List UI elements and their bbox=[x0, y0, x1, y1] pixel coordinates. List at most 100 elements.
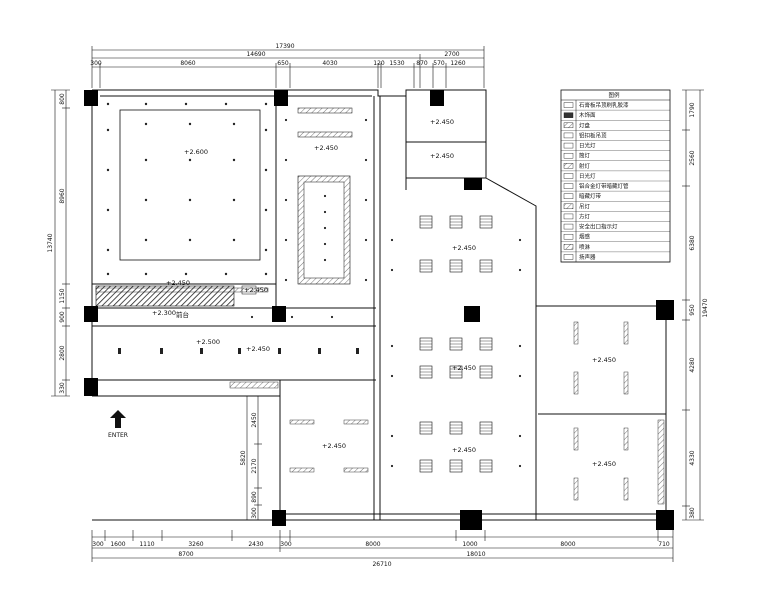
dim-left-4: 2800 bbox=[59, 345, 66, 360]
right-rooms-ceiling: +2.450 +2.450 bbox=[573, 321, 665, 505]
dim-top-5: 1530 bbox=[389, 60, 404, 67]
legend-row-label: 铝扣板吊顶 bbox=[579, 131, 607, 139]
legend-symbol-icon bbox=[563, 183, 574, 189]
dim-left-0: 800 bbox=[59, 93, 66, 105]
dim-bottom-2: 1110 bbox=[139, 541, 154, 548]
dim-bottom-7: 1000 bbox=[462, 541, 477, 548]
legend-symbol-icon bbox=[563, 193, 574, 199]
dim-mid-3: 890 bbox=[251, 491, 258, 503]
legend-symbol-icon bbox=[563, 142, 574, 149]
walls bbox=[91, 89, 667, 521]
dim-right-2: 6380 bbox=[689, 235, 696, 250]
dim-right-5: 4330 bbox=[689, 450, 696, 465]
grille-light-icon bbox=[419, 259, 433, 273]
dim-mid-2: 2170 bbox=[251, 458, 258, 473]
legend: 图例 石膏板吊顶刷乳胶漆木饰面灯盘铝扣板吊顶日光灯筒灯射灯日光灯铝合金灯带暗藏灯… bbox=[560, 89, 671, 263]
grille-light-icon bbox=[419, 215, 433, 229]
grille-light-icon bbox=[449, 337, 463, 351]
dim-top-0: 300 bbox=[90, 60, 102, 67]
legend-row-label: 暗藏灯带 bbox=[579, 192, 602, 200]
level-small-room-a: +2.450 bbox=[430, 118, 454, 126]
legend-symbol-icon bbox=[563, 152, 574, 159]
legend-row-label: 木饰面 bbox=[579, 111, 596, 119]
legend-row-label: 筒灯 bbox=[579, 152, 591, 160]
dim-right-row: 1790 2560 6380 950 4280 4330 380 bbox=[689, 102, 696, 519]
dim-right-1: 2560 bbox=[689, 150, 696, 165]
dim-top-sub-left: 14690 bbox=[246, 51, 265, 58]
dim-right-6: 380 bbox=[689, 507, 696, 519]
legend-symbol-icon bbox=[563, 132, 574, 139]
level-strip-band: +2.450 bbox=[166, 279, 190, 287]
dim-bottom-sub-left: 8700 bbox=[178, 551, 193, 558]
main-hall-ceiling: +2.600 bbox=[106, 102, 268, 276]
dim-left-mid-row: 2450 5820 2170 890 300 bbox=[240, 412, 258, 519]
legend-symbol-icon bbox=[563, 163, 574, 169]
legend-symbol-icon bbox=[563, 173, 574, 179]
grille-light-icon bbox=[419, 421, 433, 435]
dim-bottom-8: 8000 bbox=[560, 541, 575, 548]
level-right-room-1: +2.450 bbox=[592, 356, 616, 364]
legend-row-label: 射灯 bbox=[579, 162, 591, 170]
dim-right-4: 4280 bbox=[689, 357, 696, 372]
legend-row-label: 喷淋 bbox=[579, 243, 591, 251]
right-dimensions bbox=[682, 89, 704, 521]
dim-top-6: 870 bbox=[416, 60, 428, 67]
dim-bottom-row: 300 1600 1110 3260 2430 300 8000 1000 80… bbox=[92, 541, 670, 548]
legend-symbol-icon bbox=[563, 244, 574, 250]
level-reception: +2.300 bbox=[152, 309, 176, 317]
legend-row-label: 安全出口指示灯 bbox=[579, 223, 618, 231]
grille-light-icon bbox=[479, 337, 493, 351]
legend-symbol-icon bbox=[563, 122, 574, 129]
grille-light-icon bbox=[449, 215, 463, 229]
level-mid-room: +2.450 bbox=[314, 144, 338, 152]
structural-columns bbox=[84, 90, 674, 530]
grille-light-icon bbox=[419, 459, 433, 473]
grille-light-icon bbox=[479, 459, 493, 473]
grille-light-icon bbox=[419, 365, 433, 379]
lower-left-room-ceiling: +2.450 bbox=[289, 419, 369, 473]
legend-symbol-icon bbox=[563, 102, 574, 108]
legend-row-label: 吊灯 bbox=[579, 202, 591, 210]
grille-light-icon bbox=[449, 459, 463, 473]
corridor-ceiling: +2.500 +2.450 bbox=[118, 315, 359, 389]
dim-bottom-4: 2430 bbox=[248, 541, 263, 548]
dim-top-row: 300 8060 650 4030 120 1530 870 570 1260 bbox=[90, 60, 466, 67]
dim-top-2: 650 bbox=[277, 60, 289, 67]
dim-right-total: 19470 bbox=[702, 298, 709, 317]
grille-light-icon bbox=[479, 215, 493, 229]
level-corridor-a: +2.500 bbox=[196, 338, 220, 346]
grille-light-icon bbox=[449, 365, 463, 379]
dim-mid-0: 2450 bbox=[251, 412, 258, 427]
reception-band: +2.450 +2.450 +2.300 前台 bbox=[95, 279, 269, 319]
level-right-room-2: +2.450 bbox=[592, 460, 616, 468]
dim-mid-1: 5820 bbox=[240, 450, 247, 465]
dim-left-row: 800 8960 1150 900 2800 330 bbox=[59, 93, 66, 394]
entrance-arrow-icon bbox=[110, 410, 126, 428]
dim-bottom-total: 26710 bbox=[372, 561, 391, 568]
legend-title: 图例 bbox=[608, 91, 620, 99]
grille-light-icon bbox=[449, 421, 463, 435]
dim-bottom-5: 300 bbox=[280, 541, 292, 548]
dim-bottom-9: 710 bbox=[658, 541, 670, 548]
dim-bottom-sub-right: 18010 bbox=[466, 551, 485, 558]
dim-mid-4: 300 bbox=[251, 507, 258, 519]
bottom-dimensions bbox=[91, 530, 674, 562]
dim-top-8: 1260 bbox=[450, 60, 465, 67]
legend-row-label: 铝合金灯带暗藏灯管 bbox=[579, 182, 629, 190]
dim-right-3: 950 bbox=[689, 304, 696, 316]
entrance-marker: ENTER bbox=[108, 410, 128, 439]
dim-right-0: 1790 bbox=[689, 102, 696, 117]
legend-symbol-icon bbox=[563, 254, 574, 260]
level-right-big-1: +2.450 bbox=[452, 244, 476, 252]
dim-bottom-0: 300 bbox=[92, 541, 104, 548]
dim-left-2: 1150 bbox=[59, 288, 66, 303]
legend-row-label: 日光灯 bbox=[579, 172, 596, 180]
grille-light-icon bbox=[419, 337, 433, 351]
grille-light-icon bbox=[479, 421, 493, 435]
grille-light-icon bbox=[449, 259, 463, 273]
legend-symbol-icon bbox=[563, 203, 574, 210]
dim-top-1: 8060 bbox=[180, 60, 195, 67]
dim-bottom-1: 1600 bbox=[110, 541, 125, 548]
top-dimensions bbox=[91, 46, 485, 88]
